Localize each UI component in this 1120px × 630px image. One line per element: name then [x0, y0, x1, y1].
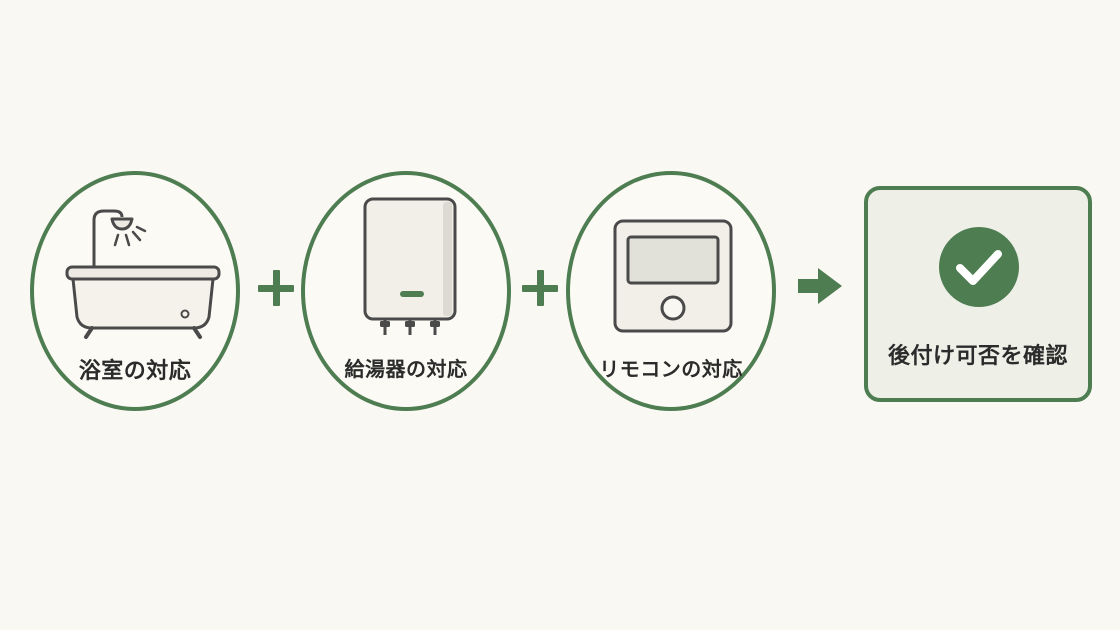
bathtub-shower-icon [65, 209, 221, 339]
plus-icon [522, 270, 558, 306]
step-bathroom: 浴室の対応 [30, 171, 240, 411]
step-label-remote: リモコンの対応 [599, 357, 743, 381]
step-water-heater: 給湯器の対応 [301, 171, 511, 411]
arrow-right-icon [798, 268, 842, 304]
result-box: 後付け可否を確認 [864, 186, 1092, 402]
remote-controller-icon [613, 219, 733, 333]
check-circle-icon [939, 227, 1019, 307]
result-label: 後付け可否を確認 [887, 344, 1068, 369]
step-remote: リモコンの対応 [566, 171, 776, 411]
plus-icon [258, 270, 294, 306]
step-label-water-heater: 給湯器の対応 [344, 357, 468, 381]
water-heater-icon [363, 197, 457, 335]
step-label-bathroom: 浴室の対応 [78, 359, 192, 384]
